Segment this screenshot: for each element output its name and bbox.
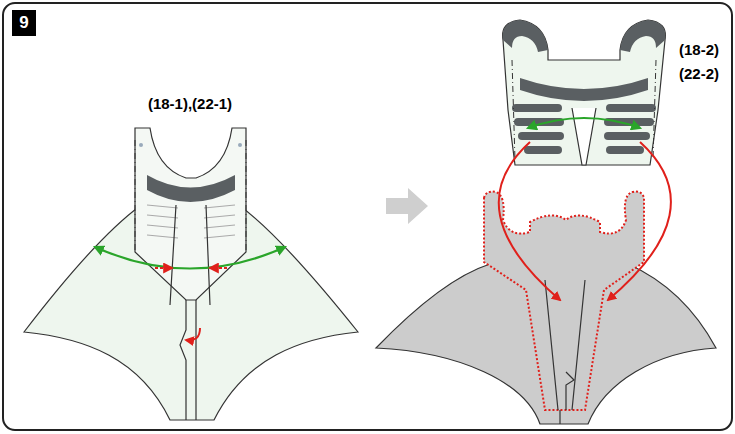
- frame: [3, 3, 732, 430]
- step-number-box: 9: [12, 10, 36, 36]
- left-manta: [24, 128, 358, 420]
- right-top-piece: [499, 20, 671, 300]
- step-arrow: [386, 188, 428, 224]
- right-manta-body: [376, 192, 716, 424]
- step-number: 9: [19, 13, 28, 33]
- part-number: (18-1),(22-1): [148, 96, 232, 111]
- part-number: (22-2): [679, 66, 719, 81]
- part-number: (18-2): [679, 42, 719, 57]
